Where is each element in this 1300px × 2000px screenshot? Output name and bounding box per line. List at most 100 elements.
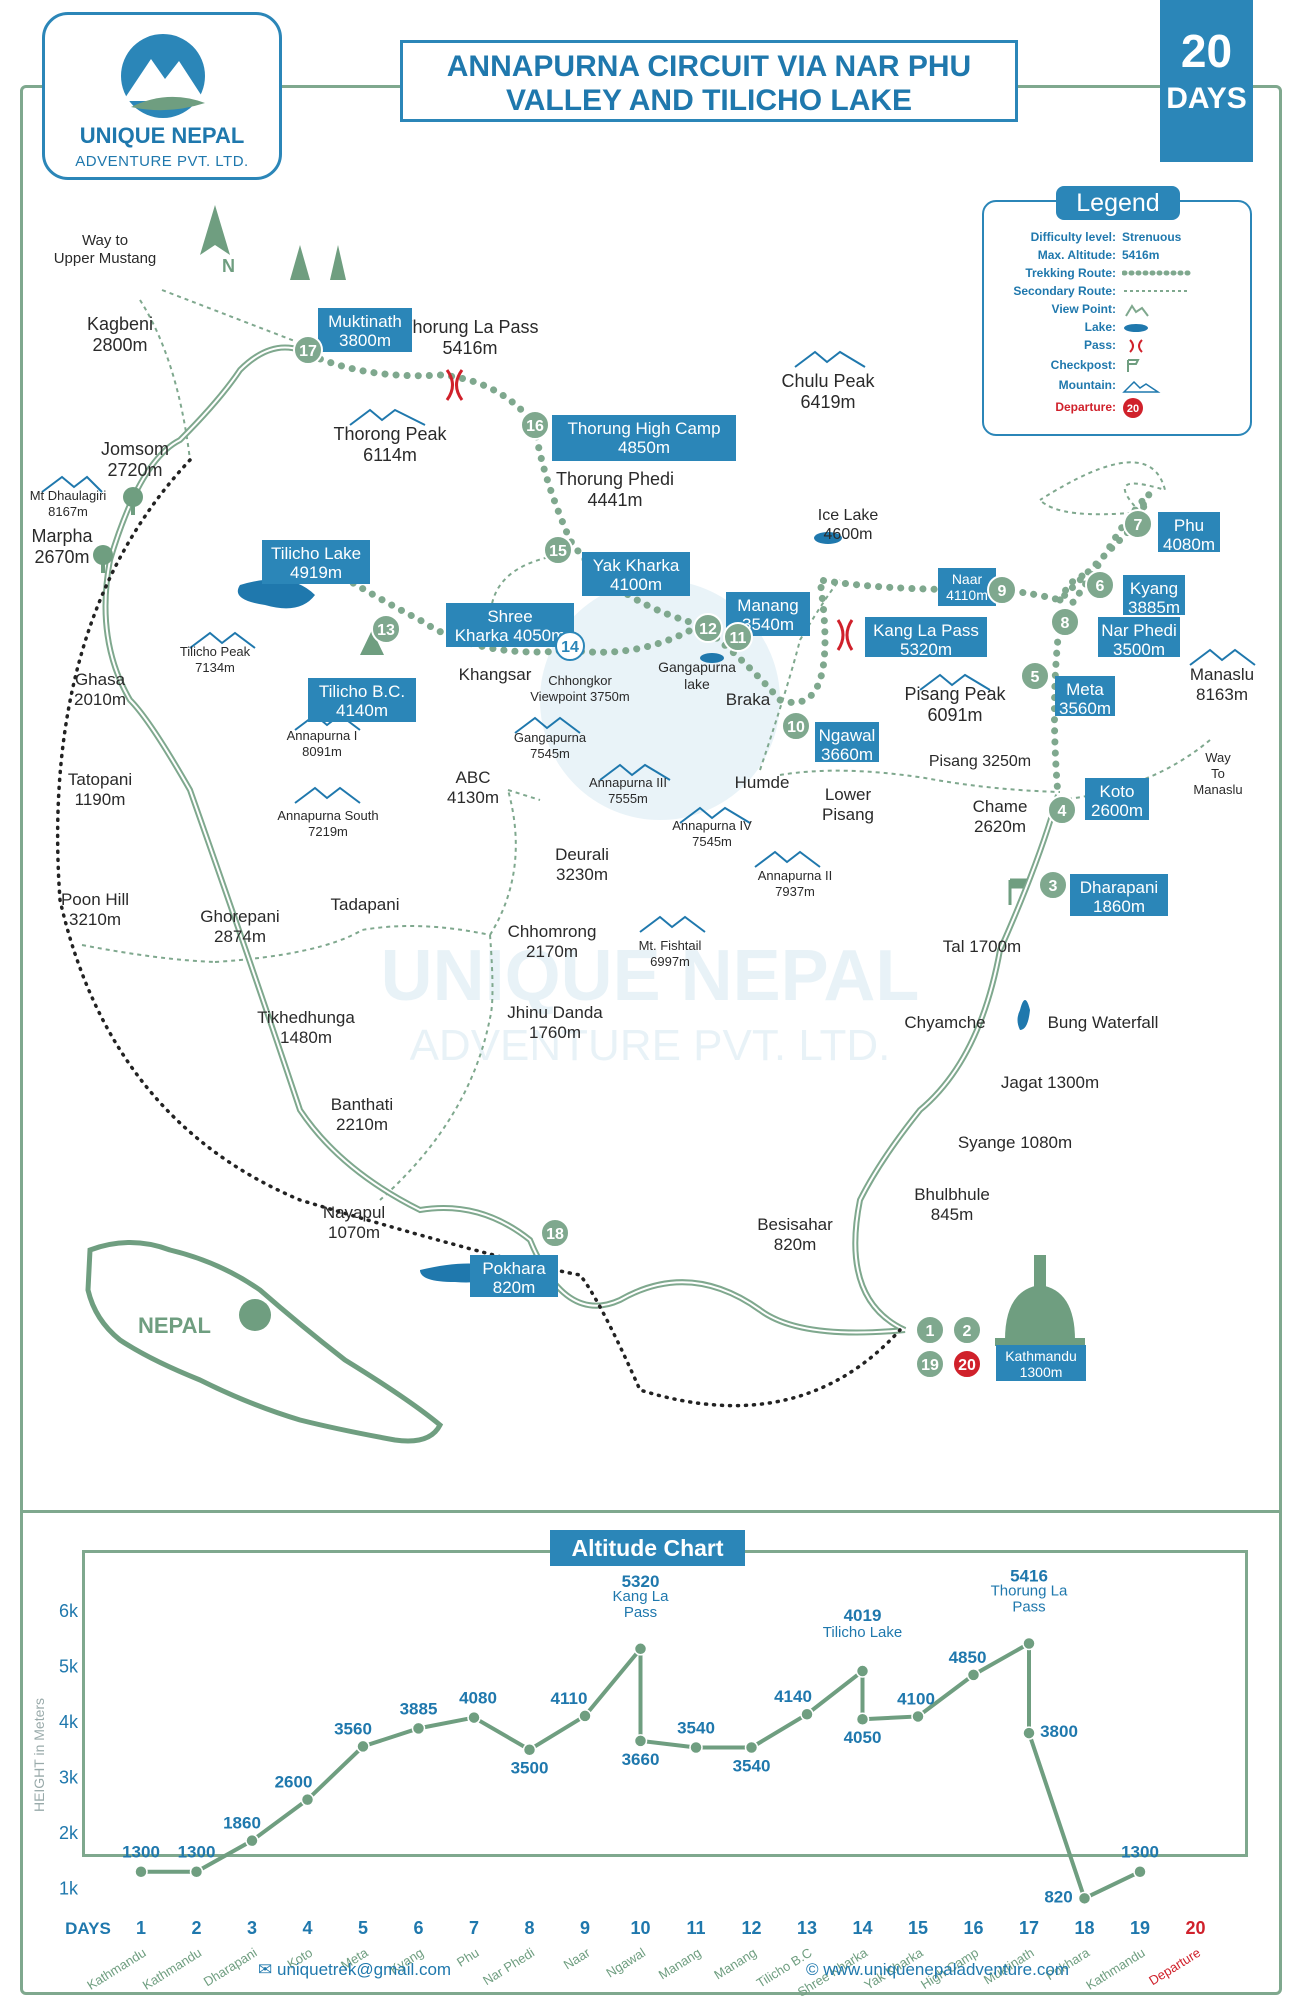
nepal-inset-map: NEPAL [85, 1240, 444, 1444]
logo-name: UNIQUE NEPAL [79, 123, 245, 148]
svg-text:16: 16 [526, 418, 544, 435]
altitude-value-label: 3885 [400, 1699, 438, 1718]
altitude-point [189, 1864, 204, 1879]
legend-row: Checkpost: [994, 358, 1244, 376]
email-icon: ✉ [258, 1960, 273, 1979]
altitude-value-label: 2600 [275, 1773, 313, 1792]
y-tick-1k: 1k [59, 1878, 79, 1898]
x-tick-8: 8 [524, 1918, 534, 1938]
svg-text:8: 8 [1061, 615, 1070, 632]
footer-website[interactable]: © www.uniquenepaladventure.com [806, 1960, 1069, 1980]
altitude-value-label: 3540 [677, 1719, 715, 1738]
legend-row: Difficulty level:Strenuous [1030, 230, 1182, 244]
svg-text:N: N [222, 256, 235, 276]
mountain-icons [41, 350, 1256, 933]
y-axis-label: HEIGHT in Meters [31, 1698, 47, 1812]
lake-icon [1124, 324, 1148, 332]
altitude-point [911, 1709, 925, 1724]
place-label-braka: Braka [726, 690, 771, 709]
svg-text:11: 11 [730, 630, 747, 647]
title-banner: ANNAPURNA CIRCUIT VIA NAR PHU VALLEY AND… [400, 40, 1018, 122]
footer-email[interactable]: ✉ uniquetrek@gmail.com [258, 1960, 451, 1980]
day-marker-11: 11 [723, 622, 753, 652]
altitude-point [744, 1740, 759, 1755]
duration-badge: 20 DAYS [1160, 0, 1253, 162]
day-marker-12: 12 [693, 613, 723, 643]
altitude-point [966, 1668, 981, 1682]
x-place-label: Kathmandu [84, 1945, 148, 1993]
x-place-label: Kathmandu [1083, 1945, 1147, 1993]
x-tick-13: 13 [797, 1918, 817, 1938]
x-tick-15: 15 [908, 1918, 928, 1938]
secondary-route-swatch [1124, 290, 1190, 292]
altitude-value-label: 3500 [511, 1759, 549, 1778]
svg-text:ADVENTURE PVT. LTD.: ADVENTURE PVT. LTD. [410, 1021, 891, 1070]
day-marker-7: 7 [1123, 509, 1153, 539]
day-marker-6: 6 [1085, 570, 1115, 600]
logo-subtitle: ADVENTURE PVT. LTD. [75, 153, 249, 170]
section-divider [22, 1510, 1280, 1513]
altitude-value-label: 5416 [1010, 1566, 1048, 1585]
x-tick-7: 7 [469, 1918, 479, 1938]
day-marker-16: 16 [520, 410, 550, 440]
y-tick-5k: 5k [59, 1657, 79, 1677]
x-tick-18: 18 [1074, 1918, 1094, 1938]
trekking-route-swatch [1122, 270, 1192, 276]
altitude-value-label: 5320 [622, 1572, 660, 1591]
altitude-point [134, 1864, 148, 1879]
place-label-pisang: Pisang 3250m [929, 753, 1031, 770]
day-marker-8: 8 [1050, 607, 1080, 637]
x-place-label: Dharapani [201, 1945, 260, 1990]
x-place-label: Manang [656, 1945, 704, 1983]
altitude-value-label: 1300 [178, 1843, 216, 1862]
altitude-value-label: 3660 [622, 1750, 660, 1769]
day-marker-19: 19 [915, 1349, 945, 1379]
legend-row: Secondary Route: [994, 284, 1244, 302]
altitude-point [356, 1739, 370, 1754]
day-marker-1: 1 [915, 1315, 945, 1345]
x-tick-9: 9 [580, 1918, 590, 1938]
legend-row: Departure: 20 [994, 398, 1244, 418]
duration-number: 20 [1180, 25, 1233, 77]
svg-text:13: 13 [377, 622, 395, 639]
svg-text:12: 12 [699, 621, 717, 638]
x-place-label: Kathmandu [140, 1945, 204, 1993]
legend: Legend Difficulty level:Strenuous Max. A… [982, 186, 1252, 436]
svg-text:14: 14 [561, 639, 579, 656]
stupa-icon [995, 1255, 1085, 1346]
altitude-value-label: 4100 [897, 1689, 935, 1708]
view-point-icon [1125, 304, 1149, 317]
altitude-point [467, 1710, 481, 1725]
altitude-value-label: 4080 [459, 1689, 497, 1708]
altitude-value-label: 1300 [122, 1843, 160, 1862]
day-marker-2: 2 [952, 1315, 982, 1345]
svg-text:19: 19 [921, 1357, 939, 1374]
svg-text:1: 1 [926, 1323, 935, 1340]
altitude-value-label: 4019 [844, 1606, 882, 1625]
flight-route [55, 458, 902, 1408]
legend-row: View Point: [994, 302, 1244, 320]
